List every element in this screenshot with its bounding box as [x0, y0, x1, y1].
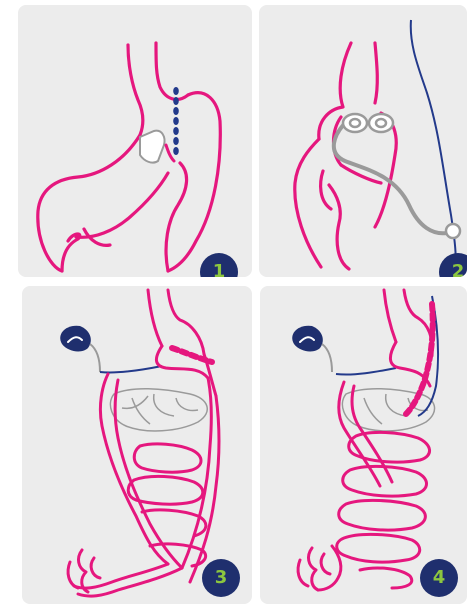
pancreas-outline — [110, 389, 207, 431]
abdominal-wall-line — [411, 20, 456, 277]
gastric-bypass-illustration — [22, 286, 252, 604]
staple-line — [172, 348, 212, 362]
band-line — [173, 87, 179, 155]
step-number-3: 3 — [215, 567, 228, 588]
connection-line — [100, 366, 162, 373]
stomach-outline — [295, 43, 396, 269]
step-number-badge-3: 3 — [202, 559, 240, 597]
gallbladder-icon — [292, 326, 323, 352]
gastric-band — [140, 131, 165, 163]
procedure-panel-3: 3 — [22, 286, 252, 604]
sleeve-bypass-illustration — [260, 286, 467, 604]
step-number-2: 2 — [452, 261, 465, 277]
access-port — [446, 224, 460, 238]
step-number-1: 1 — [213, 261, 226, 277]
stomach-outline — [38, 43, 220, 271]
procedure-panel-2: 2 — [259, 5, 467, 277]
intestine-outline — [68, 290, 219, 596]
procedure-panel-1: 1 — [18, 5, 252, 277]
stomach-band-illustration — [18, 5, 252, 277]
adjustable-band-rings — [343, 114, 393, 132]
gallbladder-icon — [60, 326, 91, 352]
step-number-badge-4: 4 — [420, 559, 458, 597]
band-port-illustration — [259, 5, 467, 277]
step-number-4: 4 — [433, 567, 446, 588]
procedure-panel-4: 4 — [260, 286, 467, 604]
